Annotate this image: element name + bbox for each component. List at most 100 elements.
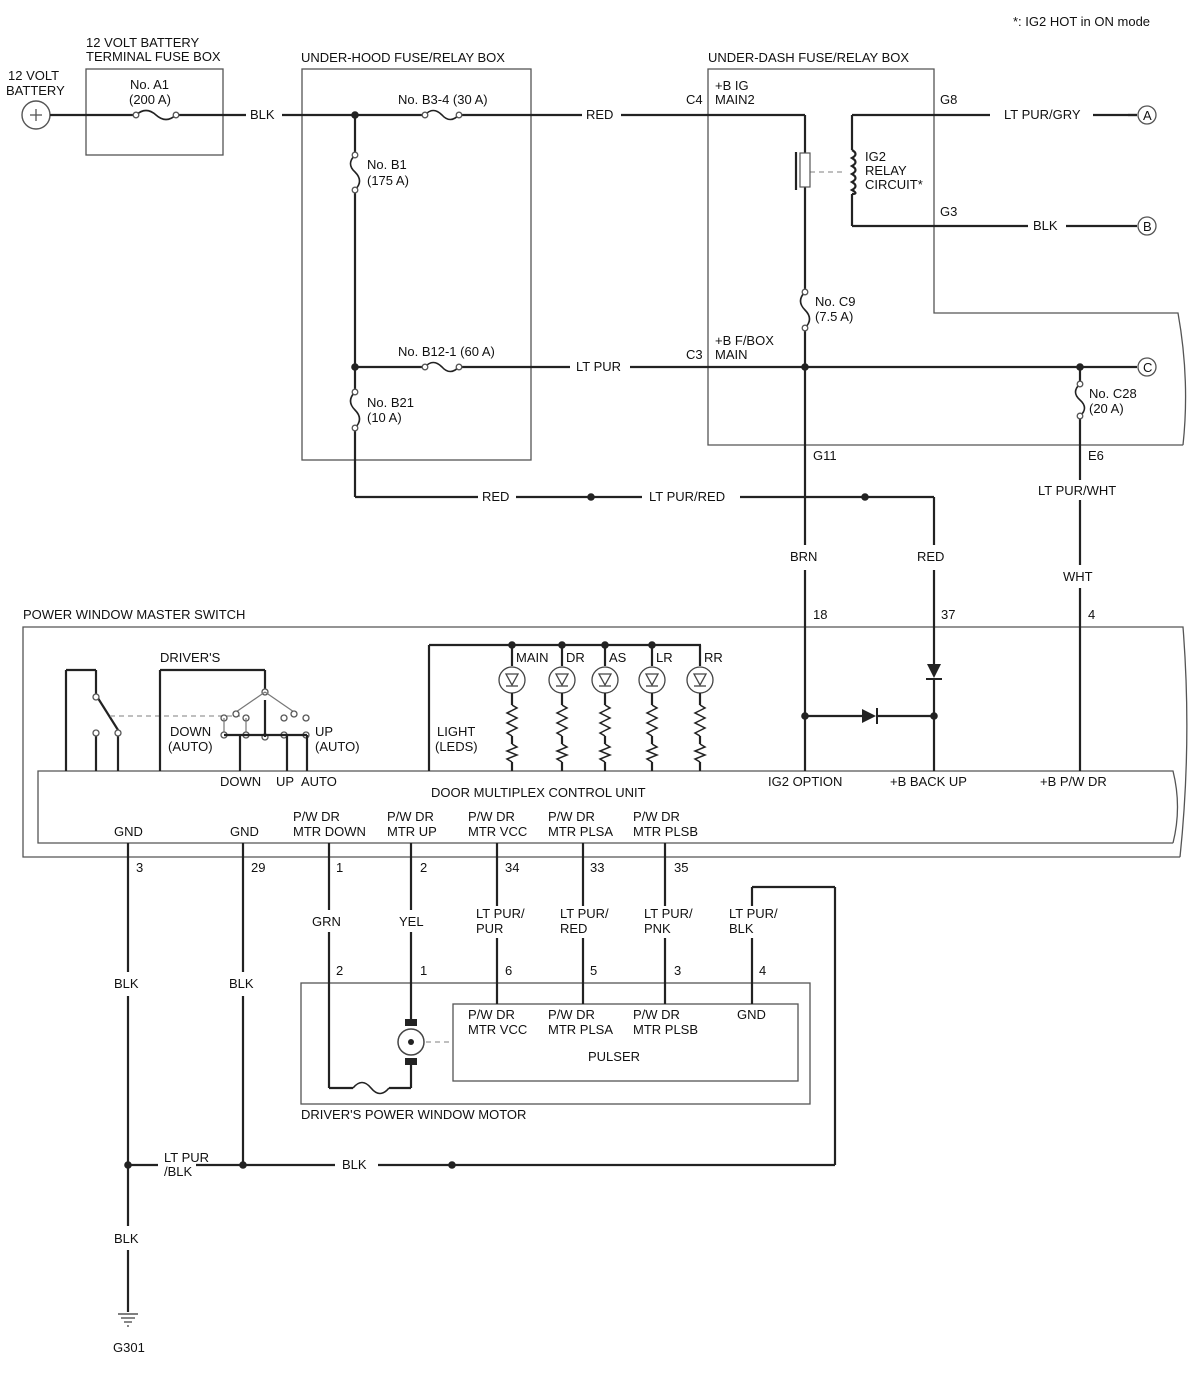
wire-label: BRN xyxy=(790,549,817,564)
switch-label: DOWN xyxy=(170,724,211,739)
bottom-pin-label: P/W DR xyxy=(633,809,680,824)
led-dr: DR xyxy=(548,641,585,771)
motor-symbol xyxy=(397,1019,425,1065)
fuse-b1-rating: (175 A) xyxy=(367,173,409,188)
light-label: LIGHT xyxy=(437,724,475,739)
pin-number: 29 xyxy=(251,860,265,875)
pulser-pin-label: MTR PLSB xyxy=(633,1022,698,1037)
wire-label: LT PUR xyxy=(164,1150,209,1165)
pin-number: 1 xyxy=(336,860,343,875)
led-label: LR xyxy=(656,650,673,665)
underhood-fuse-box xyxy=(301,68,532,461)
bottom-pin-label: MTR UP xyxy=(387,824,437,839)
bottom-pin-label: GND xyxy=(230,824,259,839)
relay-label: IG2 xyxy=(865,149,886,164)
wire-label: RED xyxy=(560,921,587,936)
terminal-fuse-box-label: 12 VOLT BATTERY xyxy=(86,35,200,50)
switch-pin-label: AUTO xyxy=(301,774,337,789)
motor-pin-number: 2 xyxy=(336,963,343,978)
bottom-pin-label: MTR PLSB xyxy=(633,824,698,839)
wire-label: LT PUR/ xyxy=(560,906,609,921)
terminal-fuse-box-label-2: TERMINAL FUSE BOX xyxy=(86,49,221,64)
control-unit-box xyxy=(37,770,1179,844)
pulser-pin-label: P/W DR xyxy=(468,1007,515,1022)
pulser-pin-label: MTR VCC xyxy=(468,1022,527,1037)
fuse-c28-symbol xyxy=(1074,380,1086,420)
switch-label: UP xyxy=(315,724,333,739)
motor-box xyxy=(300,982,811,1105)
wire-label: /BLK xyxy=(164,1164,193,1179)
pulser-label: PULSER xyxy=(588,1049,640,1064)
led-label: MAIN xyxy=(516,650,549,665)
switch-label: DRIVER'S xyxy=(160,650,221,665)
offpage-connector-a xyxy=(1137,105,1157,125)
wire-label: LT PUR/ xyxy=(476,906,525,921)
led-array: MAIN DR AS LR RR xyxy=(498,641,723,771)
led-as: AS xyxy=(591,641,627,771)
wire-label: BLK xyxy=(114,976,139,991)
led-label: DR xyxy=(566,650,585,665)
relay-label: CIRCUIT* xyxy=(865,177,923,192)
switch-pin-label: UP xyxy=(276,774,294,789)
top-pin-label: IG2 OPTION xyxy=(768,774,842,789)
wire-label: BLK xyxy=(114,1231,139,1246)
fuse-c28-rating: (20 A) xyxy=(1089,401,1124,416)
fuse-c9-rating: (7.5 A) xyxy=(815,309,853,324)
wire-label: LT PUR/GRY xyxy=(1004,107,1081,122)
wire-label: BLK xyxy=(729,921,754,936)
battery-symbol xyxy=(21,100,51,130)
motor-pin-number: 6 xyxy=(505,963,512,978)
battery-label: 12 VOLT xyxy=(8,68,59,83)
connector-label: G11 xyxy=(813,448,837,463)
offpage-label: C xyxy=(1143,360,1152,375)
wire-label: LT PUR/WHT xyxy=(1038,483,1116,498)
bottom-pin-label: MTR DOWN xyxy=(293,824,366,839)
switch-label: (AUTO) xyxy=(168,739,213,754)
bottom-pin-label: MTR PLSA xyxy=(548,824,613,839)
offpage-connector-b xyxy=(1137,216,1157,236)
master-switch-label: POWER WINDOW MASTER SWITCH xyxy=(23,607,245,622)
wire-label: GRN xyxy=(312,914,341,929)
bottom-pin-label: P/W DR xyxy=(468,809,515,824)
pulser-pin-label: P/W DR xyxy=(548,1007,595,1022)
fuse-b21-symbol xyxy=(349,388,361,432)
terminal-fuse-box xyxy=(85,68,224,156)
wire-label: LT PUR/RED xyxy=(649,489,725,504)
led-lr: LR xyxy=(638,641,673,771)
wire-label: WHT xyxy=(1063,569,1093,584)
pin-number: 33 xyxy=(590,860,604,875)
pin-number: 37 xyxy=(941,607,955,622)
bottom-pin-label: P/W DR xyxy=(387,809,434,824)
pulser-pin-label: GND xyxy=(737,1007,766,1022)
fuse-b21-rating: (10 A) xyxy=(367,410,402,425)
pin-number: 18 xyxy=(813,607,827,622)
wire-label: PNK xyxy=(644,921,671,936)
pulser-box xyxy=(452,1003,799,1082)
wire-label: LT PUR/ xyxy=(644,906,693,921)
battery-label-2: BATTERY xyxy=(6,83,65,98)
fuse-c9-label: No. C9 xyxy=(815,294,855,309)
master-switch-box xyxy=(22,626,1188,858)
connector-label: E6 xyxy=(1088,448,1104,463)
wire-label: RED xyxy=(586,107,613,122)
pin-number: 4 xyxy=(1088,607,1095,622)
bottom-pin-label: P/W DR xyxy=(293,809,340,824)
offpage-label: A xyxy=(1143,108,1152,123)
motor-pin-number: 4 xyxy=(759,963,766,978)
fuse-b121-label: No. B12-1 (60 A) xyxy=(398,344,495,359)
led-label: AS xyxy=(609,650,627,665)
led-main: MAIN xyxy=(498,641,549,771)
wire-label: LT PUR xyxy=(576,359,621,374)
pin-number: 3 xyxy=(136,860,143,875)
fuse-a1-label: No. A1 xyxy=(130,77,169,92)
bottom-pin-label: GND xyxy=(114,824,143,839)
fuse-a1-symbol xyxy=(132,109,180,121)
underdash-box-label: UNDER-DASH FUSE/RELAY BOX xyxy=(708,50,909,65)
fuse-c9-symbol xyxy=(799,288,811,332)
led-label: RR xyxy=(704,650,723,665)
wire-label: LT PUR/ xyxy=(729,906,778,921)
led-rr: RR xyxy=(686,645,723,771)
wire-label: BLK xyxy=(1033,218,1058,233)
wire-label: BLK xyxy=(342,1157,367,1172)
